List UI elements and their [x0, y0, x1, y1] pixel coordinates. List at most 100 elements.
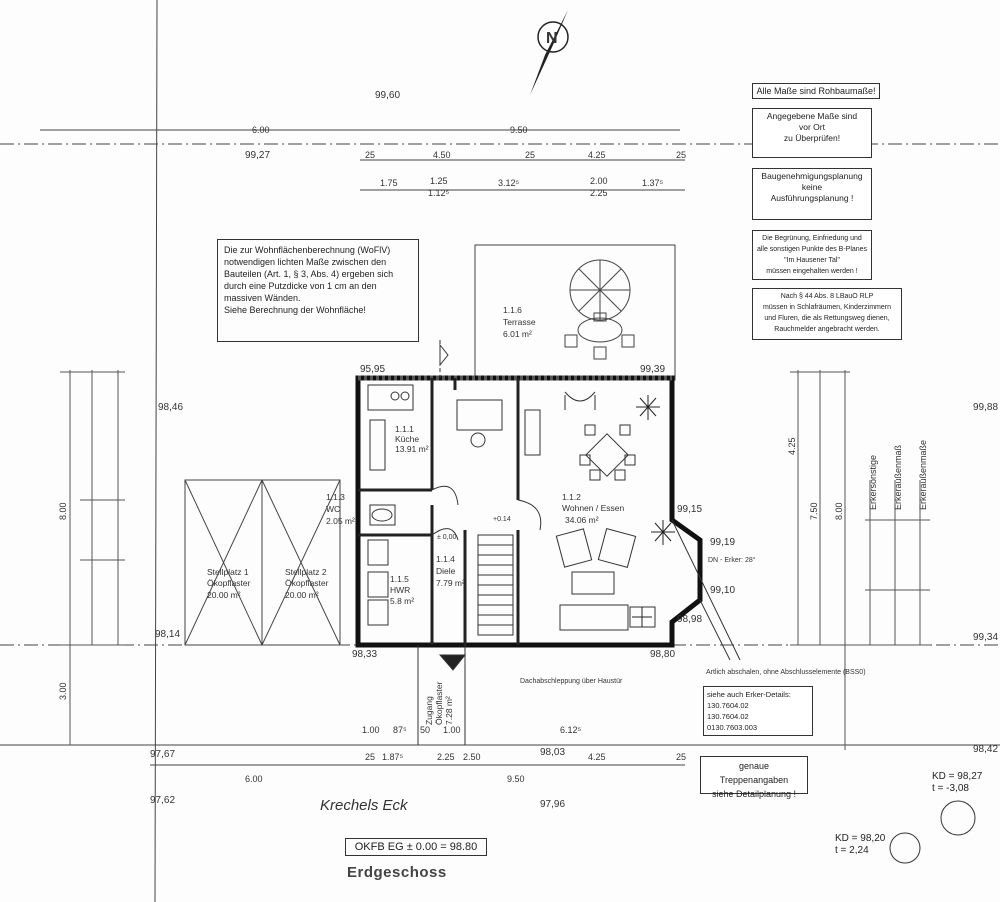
dim-text: 4.25 — [588, 752, 606, 762]
room-area: 34.06 m² — [565, 515, 599, 525]
level-zero-label: ± 0,00 — [437, 534, 457, 541]
level-text: 99,19 — [710, 537, 735, 548]
dim-text: 1.25 — [430, 176, 448, 186]
floor-title: Erdgeschoss — [347, 864, 447, 881]
room-name: Diele — [436, 566, 456, 576]
level-text: 99,39 — [640, 364, 665, 375]
dim-text: 25 — [676, 150, 686, 160]
room-material: Ökopflaster — [285, 578, 329, 588]
top-dimensions: 6.00 9.50 25 4.50 25 4.25 25 1.75 1.25 1… — [252, 125, 686, 198]
note-rohbau: Alle Maße sind Rohbaumaße! — [752, 83, 880, 99]
dim-text: 25 — [365, 752, 375, 762]
level-text: 99,15 — [677, 504, 702, 515]
room-name: WC — [326, 504, 340, 514]
level-text: 98,42 — [973, 744, 998, 755]
dim-text: 6.00 — [245, 774, 263, 784]
note-treppe: genaue Treppenangaben siehe Detailplanun… — [700, 756, 808, 799]
bottom-dimensions: 1.00 87⁵ 50 1.00 6.12⁵ 25 1.87⁵ 2.25 2.5… — [245, 725, 686, 784]
level-text: 99,27 — [245, 150, 270, 161]
dach-label: Dachabschleppung über Haustür — [520, 678, 623, 685]
note-erker-details: siehe auch Erker-Details: 130.7604.02 13… — [703, 686, 813, 736]
level-text: 97,67 — [150, 749, 175, 760]
dim-text: 1.37⁵ — [642, 178, 664, 188]
room-name: Zugang — [424, 696, 434, 725]
height-levels: 99,60 99,27 98,46 98,14 97,67 97,62 98,0… — [150, 90, 998, 810]
room-name: Terrasse — [503, 317, 536, 327]
room-number: 1.1.3 — [326, 492, 345, 502]
room-number: 1.1.1 — [395, 424, 414, 434]
dim-text: 25 — [676, 752, 686, 762]
plant-icons — [632, 395, 675, 627]
level-text: 95,95 — [360, 364, 385, 375]
level-text: 99,10 — [710, 585, 735, 596]
dim-text: 1.75 — [380, 178, 398, 188]
dim-text: 4.50 — [433, 150, 451, 160]
room-number: 1.1.5 — [390, 574, 409, 584]
street-name: Krechels Eck — [320, 797, 408, 814]
dim-text: 6.00 — [252, 125, 270, 135]
kd-circles — [889, 800, 976, 864]
room-name: Wohnen / Essen — [562, 503, 624, 513]
room-number: 1.1.2 — [562, 492, 581, 502]
dim-text: 6.12⁵ — [560, 725, 582, 735]
dim-text: 87⁵ — [393, 725, 407, 735]
dim-text: 2.50 — [463, 752, 481, 762]
dim-text: 1.00 — [362, 725, 380, 735]
note-lbauo: Nach § 44 Abs. 8 LBauO RLP müssen in Sch… — [752, 288, 902, 340]
north-arrow: N — [530, 10, 569, 95]
dim-text: 1.87⁵ — [382, 752, 404, 762]
room-area: 7.79 m² — [436, 578, 465, 588]
dim-text: 3.00 — [58, 682, 68, 700]
room-area: 7.28 m² — [444, 696, 454, 725]
level-text: 98,98 — [677, 614, 702, 625]
level-text: 99,60 — [375, 90, 400, 101]
level-text: 97,96 — [540, 799, 565, 810]
dim-text: 7.50 — [809, 502, 819, 520]
level-text: 98,80 — [650, 649, 675, 660]
room-area: 20.00 m² — [285, 590, 319, 600]
room-area: 6.01 m² — [503, 329, 532, 339]
level-text: 99,88 — [973, 402, 998, 413]
right-dimension-chain — [790, 370, 930, 750]
dim-text: 4.25 — [588, 150, 606, 160]
dim-text: 2.00 — [590, 176, 608, 186]
note-wohnflaeche: Die zur Wohnflächenberechnung (WoFlV) no… — [217, 239, 419, 342]
erker-label: DN - Erker: 28° — [708, 556, 756, 564]
vertical-dimensions: 8.00 3.00 8.00 7.50 4.25 Erkersonstige E… — [58, 437, 928, 700]
kd-value-1: KD = 98,27 t = -3,08 — [932, 771, 983, 794]
room-name: Küche — [395, 434, 419, 444]
dim-text: Erkeraußenmaße — [918, 440, 928, 510]
dim-text: 2.25 — [590, 188, 608, 198]
dim-text: 2.25 — [437, 752, 455, 762]
svg-text:N: N — [546, 30, 558, 47]
parking-spaces — [184, 479, 341, 646]
level-text: 97,62 — [150, 795, 175, 806]
dim-text: 1.00 — [443, 725, 461, 735]
room-area: 20.00 m² — [207, 590, 241, 600]
misc-labels: Dachabschleppung über Haustür DN - Erker… — [437, 516, 866, 685]
dim-text: Erkeraußenmaß — [893, 444, 903, 510]
room-number: 1.1.4 — [436, 554, 455, 564]
furniture — [367, 340, 741, 745]
dim-text: 50 — [420, 725, 430, 735]
dim-text: 8.00 — [58, 502, 68, 520]
level-text: 98,46 — [158, 402, 183, 413]
dim-text: 4.25 — [787, 437, 797, 455]
okfb-label: OKFB EG ± 0.00 = 98.80 — [345, 838, 487, 856]
dim-text: 8.00 — [834, 502, 844, 520]
note-begruenung: Die Begrünung, Einfriedung und alle sons… — [752, 230, 872, 280]
room-material: Ökopflaster — [434, 681, 444, 725]
room-name: Stellplatz 1 — [207, 567, 249, 577]
step-label: +0.14 — [493, 516, 511, 523]
note-vor-ort: Angegebene Maße sind vor Ort zu Überprüf… — [752, 108, 872, 158]
room-material: Ökopflaster — [207, 578, 251, 588]
level-text: 98,33 — [352, 649, 377, 660]
room-area: 13.91 m² — [395, 444, 429, 454]
level-text: 98,14 — [155, 629, 180, 640]
dim-text: 9.50 — [510, 125, 528, 135]
room-name: HWR — [390, 585, 410, 595]
room-area: 5.8 m² — [390, 596, 414, 606]
room-labels: 1.1.1 Küche 13.91 m² 1.1.3 WC 2.05 m² 1.… — [207, 305, 624, 725]
